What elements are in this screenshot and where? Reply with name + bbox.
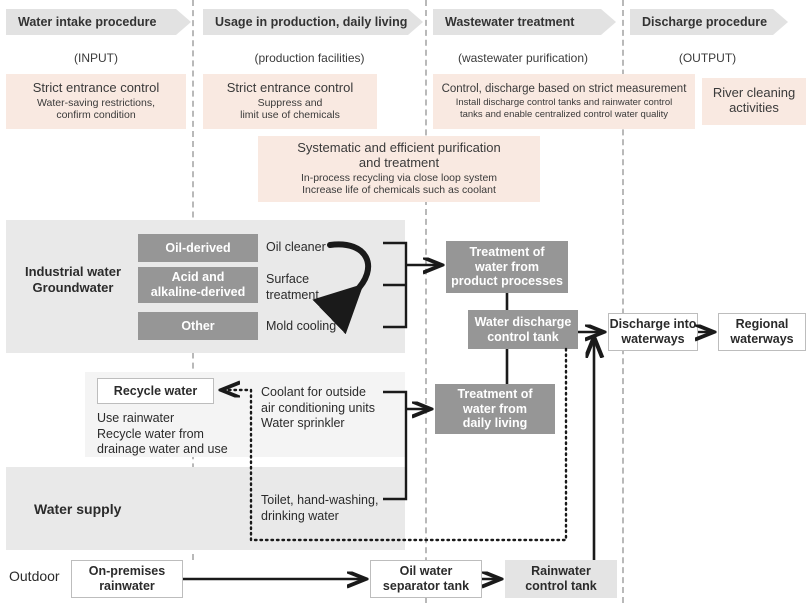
stage-title: Usage in production, daily living <box>215 15 408 29</box>
stage-title: Discharge procedure <box>642 15 768 29</box>
recycle-description: Use rainwater Recycle water from drainag… <box>97 411 228 457</box>
note-title: River cleaning activities <box>712 85 796 115</box>
water-discharge-control-tank-box: Water discharge control tank <box>468 310 578 349</box>
stage-header-intake: Water intake procedure <box>6 9 191 35</box>
discharge-into-waterways-box: Discharge into waterways <box>608 313 698 351</box>
treatment-daily-living-box: Treatment of water from daily living <box>435 384 555 434</box>
note-title: Strict entrance control <box>226 79 354 95</box>
water-supply-uses: Toilet, hand-washing, drinking water <box>261 493 379 523</box>
note-title: Control, discharge based on strict measu… <box>441 82 687 95</box>
note-body: Install discharge control tanks and rain… <box>455 97 673 120</box>
note-discharge: River cleaning activities <box>702 78 806 125</box>
source-label: Industrial water Groundwater <box>24 264 122 296</box>
source-category-oil: Oil-derived <box>138 234 258 262</box>
stage-header-wastewater: Wastewater treatment <box>433 9 616 35</box>
regional-waterways-box: Regional waterways <box>718 313 806 351</box>
stage-sub-discharge: (OUTPUT) <box>678 51 737 65</box>
stage-sub-usage: (production facilities) <box>254 51 365 65</box>
source-use-oil-cleaner: Oil cleaner <box>266 240 326 254</box>
stage-header-discharge: Discharge procedure <box>630 9 788 35</box>
note-title: Systematic and efficient purification an… <box>297 139 501 170</box>
note-body: Suppress and limit use of chemicals <box>240 96 340 122</box>
source-use-mold-cooling: Mold cooling <box>266 319 337 333</box>
source-category-other: Other <box>138 312 258 340</box>
stage-header-usage: Usage in production, daily living <box>203 9 423 35</box>
note-purification: Systematic and efficient purification an… <box>258 136 540 202</box>
outdoor-label: Outdoor <box>9 568 60 584</box>
rainwater-control-tank-box: Rainwater control tank <box>505 560 617 598</box>
column-separator-2 <box>425 0 427 603</box>
recycle-uses: Coolant for outside air conditioning uni… <box>261 385 375 431</box>
source-category-label: Acid and alkaline-derived <box>150 270 246 299</box>
note-body: In-process recycling via close loop syst… <box>300 171 498 197</box>
water-supply-label: Water supply <box>34 501 122 517</box>
stage-sub-intake: (INPUT) <box>74 51 118 65</box>
source-use-surface-treatment: Surface treatment <box>266 272 319 302</box>
source-category-acid: Acid and alkaline-derived <box>138 267 258 303</box>
stage-sub-wastewater: (wastewater purification) <box>457 51 589 65</box>
recycle-water-box: Recycle water <box>97 378 214 404</box>
column-separator-3 <box>622 0 624 603</box>
note-wastewater: Control, discharge based on strict measu… <box>433 74 695 129</box>
treatment-product-processes-box: Treatment of water from product processe… <box>446 241 568 293</box>
stage-title: Water intake procedure <box>18 15 157 29</box>
note-title: Strict entrance control <box>32 79 160 95</box>
oil-water-separator-tank-box: Oil water separator tank <box>370 560 482 598</box>
on-premises-rainwater-box: On-premises rainwater <box>71 560 183 598</box>
note-intake: Strict entrance control Water-saving res… <box>6 74 186 129</box>
note-body: Water-saving restrictions, confirm condi… <box>36 96 156 122</box>
note-usage: Strict entrance control Suppress and lim… <box>203 74 377 129</box>
stage-title: Wastewater treatment <box>445 15 575 29</box>
